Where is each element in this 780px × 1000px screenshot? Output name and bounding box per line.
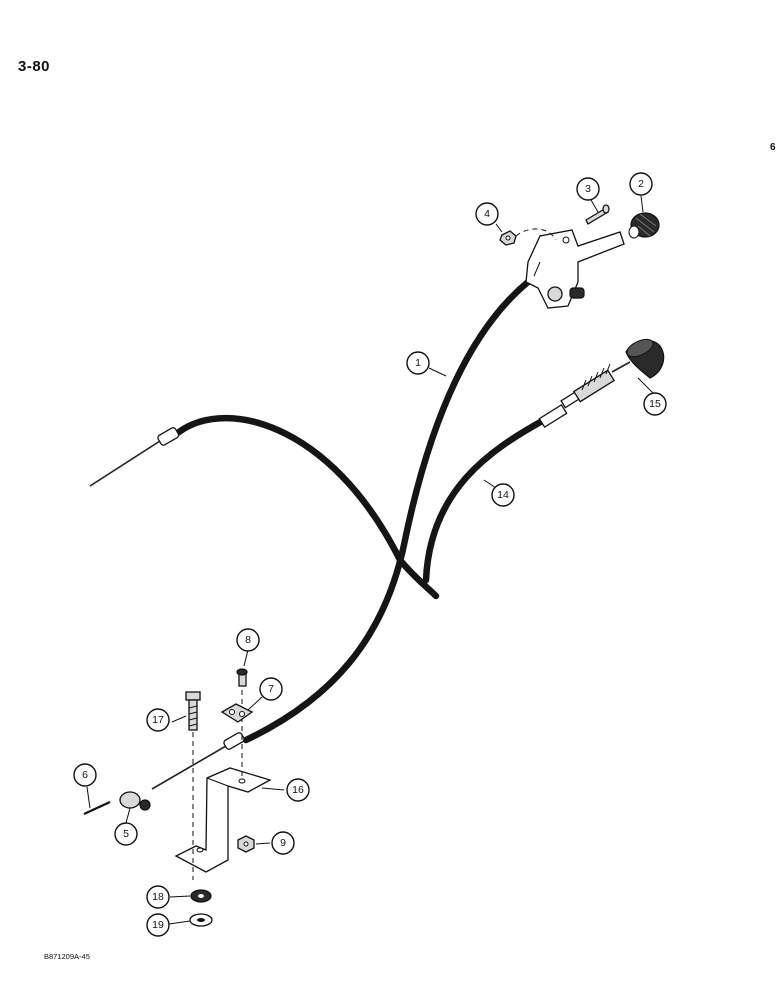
callout-3-label: 3 xyxy=(585,183,591,195)
pin-6-icon xyxy=(83,801,111,815)
callout-17-label: 17 xyxy=(152,714,164,726)
callout-7-label: 7 xyxy=(268,683,274,695)
washer-18-icon xyxy=(190,889,212,903)
knob-15-icon xyxy=(625,338,665,379)
nut-4-icon xyxy=(499,228,557,246)
callout-3: 3 xyxy=(576,177,600,201)
edge-mark: 6 xyxy=(770,142,776,153)
callout-19: 19 xyxy=(146,913,170,937)
callout-9-label: 9 xyxy=(280,837,286,849)
callout-18: 18 xyxy=(146,885,170,909)
callout-17: 17 xyxy=(146,708,170,732)
callout-18-label: 18 xyxy=(152,891,164,903)
callout-16: 16 xyxy=(286,778,310,802)
leader-lines xyxy=(86,195,655,925)
callout-14-label: 14 xyxy=(497,489,509,501)
lever-bracket xyxy=(525,229,625,309)
callout-1: 1 xyxy=(406,351,430,375)
swivel-5-icon xyxy=(119,791,151,811)
callout-8-label: 8 xyxy=(245,634,251,646)
callout-6-label: 6 xyxy=(82,769,88,781)
callout-14: 14 xyxy=(491,483,515,507)
bolt-17-icon xyxy=(185,691,201,880)
callout-16-label: 16 xyxy=(292,784,304,796)
screw-3-icon xyxy=(585,204,610,225)
callout-19-label: 19 xyxy=(152,919,164,931)
callout-8: 8 xyxy=(236,628,260,652)
clamp-7-icon xyxy=(220,703,254,723)
knob-2-icon xyxy=(628,212,660,239)
cable-1 xyxy=(89,278,532,790)
callout-5: 5 xyxy=(114,822,138,846)
bracket-16 xyxy=(174,767,272,873)
callout-15-label: 15 xyxy=(649,398,661,410)
callout-5-label: 5 xyxy=(123,828,129,840)
nut-9-icon xyxy=(237,835,255,853)
washer-19-icon xyxy=(189,913,213,927)
callout-2-label: 2 xyxy=(638,178,644,190)
screw-8-icon xyxy=(236,668,248,780)
figure-code: B871209A-45 xyxy=(44,952,90,961)
callout-9: 9 xyxy=(271,831,295,855)
page-number: 3-80 xyxy=(18,58,51,75)
callout-7: 7 xyxy=(259,677,283,701)
callout-4-label: 4 xyxy=(484,208,490,220)
cable-14 xyxy=(422,361,631,584)
callout-6: 6 xyxy=(73,763,97,787)
callout-2: 2 xyxy=(629,172,653,196)
callout-4: 4 xyxy=(475,202,499,226)
callout-1-label: 1 xyxy=(415,357,421,369)
callout-15: 15 xyxy=(643,392,667,416)
